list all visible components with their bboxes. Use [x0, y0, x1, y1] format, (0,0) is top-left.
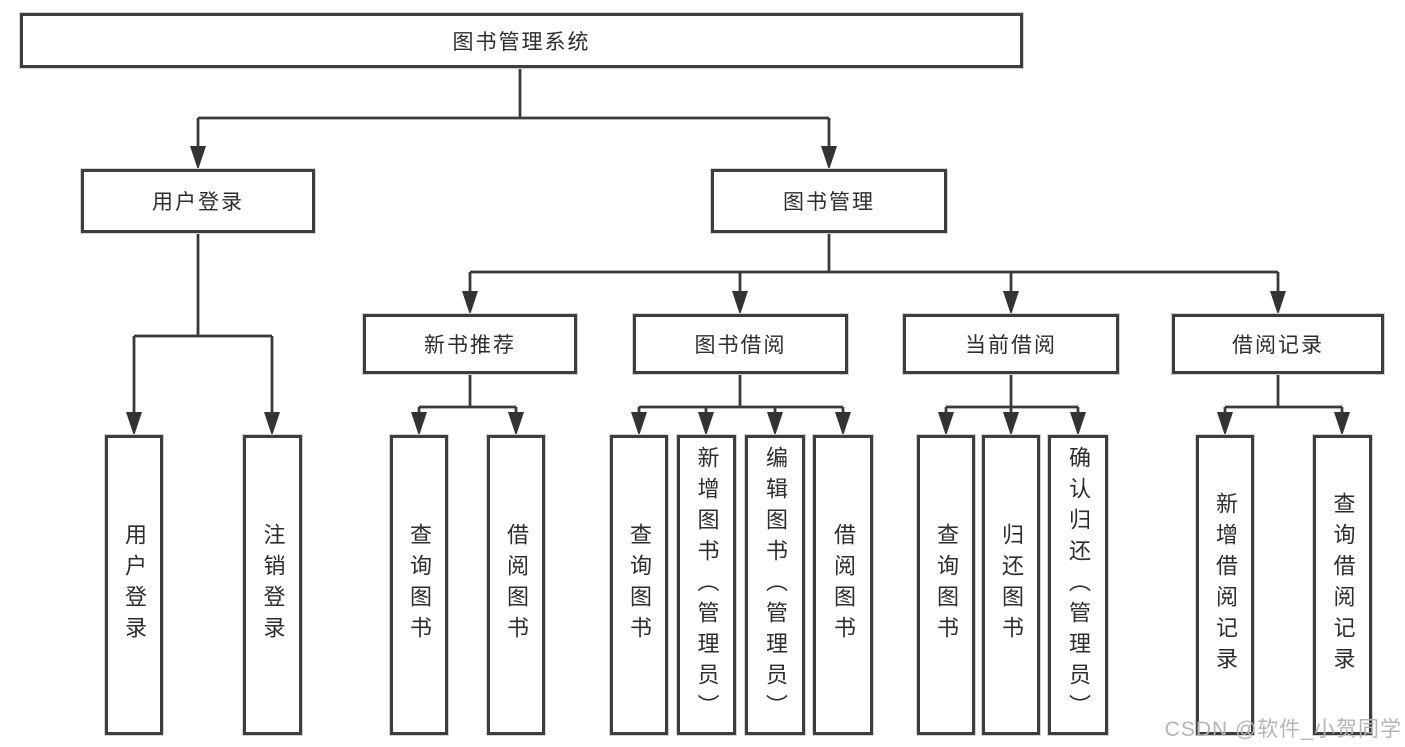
node-label: 查询图书	[934, 523, 959, 647]
node-label: 用户登录	[122, 523, 147, 647]
node-label: 用户登录	[152, 191, 244, 214]
node-label: 注销登录	[260, 523, 286, 647]
node-label: 查询借阅记录	[1330, 492, 1356, 678]
node-add-book-admin: 新增图书（管理员）	[677, 435, 736, 735]
connector-user-login-children	[126, 233, 280, 436]
connector-current-borrow-children	[938, 374, 1086, 436]
node-label: 借阅图书	[831, 523, 856, 647]
node-label: 新书推荐	[424, 334, 516, 357]
connector-book-management-children	[462, 233, 1286, 315]
node-label: 借阅记录	[1232, 334, 1324, 357]
node-label: 编辑图书（管理员）	[763, 445, 788, 725]
node-user-login-leaf: 用户登录	[105, 435, 163, 735]
connector-root-to-level2	[190, 68, 837, 170]
node-borrow-book: 借阅图书	[813, 435, 873, 735]
node-return-book: 归还图书	[982, 435, 1040, 735]
node-borrow-book-recommend: 借阅图书	[487, 435, 545, 735]
node-label: 借阅图书	[504, 523, 529, 647]
node-label: 归还图书	[999, 523, 1024, 647]
node-query-books-borrow: 查询图书	[610, 435, 668, 735]
node-query-books-current: 查询图书	[917, 435, 975, 735]
node-label: 图书借阅	[694, 334, 787, 357]
node-confirm-return-admin: 确认归还（管理员）	[1048, 435, 1108, 735]
node-borrow-records: 借阅记录	[1172, 314, 1384, 374]
node-label: 图书管理系统	[452, 30, 591, 54]
connector-new-book-recommend-children	[411, 374, 524, 436]
node-label: 当前借阅	[965, 334, 1057, 357]
node-current-borrow: 当前借阅	[903, 314, 1119, 374]
connector-book-borrow-children	[631, 374, 851, 436]
node-label: 查询图书	[407, 523, 432, 647]
node-add-borrow-record: 新增借阅记录	[1196, 435, 1254, 735]
node-query-books-recommend: 查询图书	[390, 435, 448, 735]
node-root: 图书管理系统	[20, 13, 1023, 68]
node-label: 查询图书	[627, 523, 652, 647]
node-label: 确认归还（管理员）	[1066, 445, 1091, 725]
node-user-login: 用户登录	[81, 169, 315, 233]
node-label: 图书管理	[783, 191, 875, 214]
node-edit-book-admin: 编辑图书（管理员）	[745, 435, 805, 735]
node-label: 新增借阅记录	[1213, 492, 1238, 678]
csdn-watermark: CSDN @软件_小贺同学	[1164, 718, 1402, 741]
node-new-book-recommend: 新书推荐	[363, 314, 577, 374]
node-label: 新增图书（管理员）	[694, 445, 720, 725]
node-query-borrow-record: 查询借阅记录	[1313, 435, 1372, 735]
node-book-management: 图书管理	[711, 169, 947, 233]
node-logout: 注销登录	[243, 435, 302, 735]
connector-borrow-records-children	[1217, 374, 1350, 436]
node-book-borrow: 图书借阅	[633, 314, 848, 374]
